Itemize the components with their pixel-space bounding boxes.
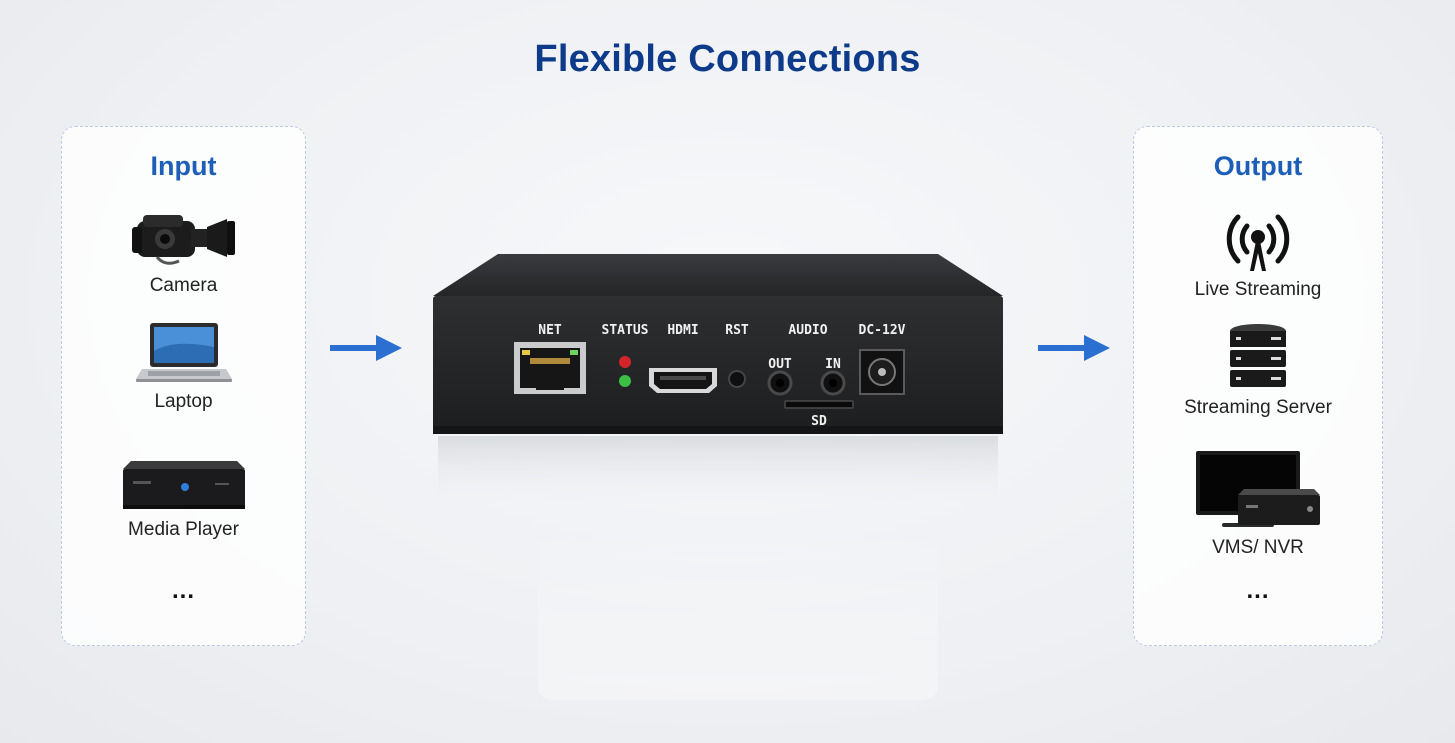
label-net: NET (538, 323, 562, 338)
label-sd: SD (811, 414, 827, 429)
dc-power-port-icon (859, 349, 905, 395)
status-led-green (619, 375, 631, 387)
input-item-laptop: Laptop (62, 321, 305, 413)
reset-button-icon (728, 370, 746, 388)
label-status: STATUS (602, 323, 649, 338)
output-heading: Output (1213, 151, 1303, 181)
label-audio: AUDIO (788, 323, 827, 338)
input-heading: Input (150, 151, 217, 181)
label-out: OUT (768, 357, 792, 372)
monitor-nvr-icon (1196, 451, 1320, 527)
sd-slot-icon (784, 400, 854, 409)
hdmi-port-icon (649, 368, 717, 393)
output-label-live-streaming: Live Streaming (1194, 279, 1322, 300)
output-label-vms-nvr: VMS/ NVR (1212, 537, 1304, 558)
ethernet-port-icon (514, 342, 586, 394)
label-in: IN (825, 357, 841, 372)
label-dc: DC-12V (859, 323, 906, 338)
device-illustration: NET STATUS HDMI RST AUDIO DC-12V OUT IN … (433, 254, 1003, 506)
background-fade (538, 520, 938, 700)
label-hdmi: HDMI (667, 323, 698, 338)
output-panel: Output Live Streaming Streaming Server (1133, 126, 1383, 646)
output-item-vms-nvr: VMS/ NVR (1134, 449, 1382, 559)
input-item-media-player: Media Player (62, 457, 305, 541)
output-item-live-streaming: Live Streaming (1134, 205, 1382, 301)
input-label-camera: Camera (149, 275, 218, 296)
encoder-device: NET STATUS HDMI RST AUDIO DC-12V OUT IN … (428, 250, 1008, 520)
input-item-camera: Camera (62, 207, 305, 297)
output-item-streaming-server: Streaming Server (1134, 323, 1382, 419)
status-led-red (619, 356, 631, 368)
media-player-icon (122, 461, 245, 509)
input-label-laptop: Laptop (154, 391, 213, 412)
input-more: ... (171, 577, 195, 604)
input-label-media-player: Media Player (128, 519, 239, 540)
camera-icon (131, 215, 235, 265)
server-icon (1230, 324, 1286, 387)
output-more: ... (1246, 577, 1270, 604)
arrow-right-icon (330, 335, 402, 361)
live-streaming-icon (1226, 214, 1290, 271)
label-rst: RST (725, 323, 749, 338)
page-title: Flexible Connections (534, 38, 921, 80)
input-panel: Input Camera Laptop (61, 126, 306, 646)
arrow-right-icon-output (1038, 335, 1110, 361)
laptop-icon (135, 323, 232, 382)
output-label-streaming-server: Streaming Server (1184, 397, 1332, 418)
